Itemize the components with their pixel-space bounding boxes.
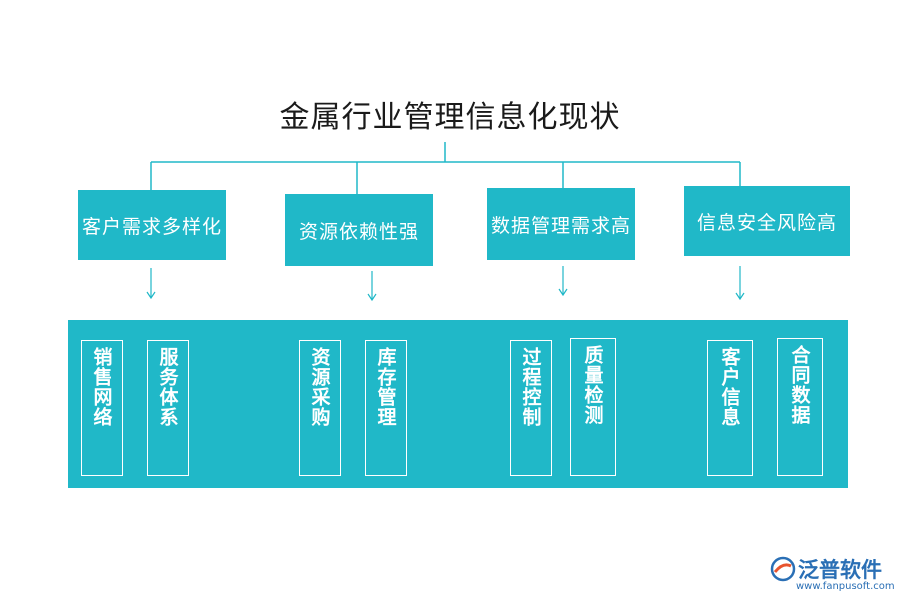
subitem-sales-network: 销售网络 [81,340,123,476]
down-arrow-4 [735,266,745,301]
subitem-customer-info: 客户信息 [707,340,753,476]
subitem-resource-procurement: 资源采购 [299,340,341,476]
subitem-process-control: 过程控制 [510,340,552,476]
subitem-contract-data: 合同数据 [777,338,823,476]
category-label: 资源依赖性强 [298,220,419,243]
category-box-information-security: 信息安全风险高 [684,186,850,256]
down-arrow-3 [558,266,568,297]
brand-url: www.fanpusoft.com [796,581,895,592]
subitem-quality-inspection: 质量检测 [570,338,616,476]
down-arrow-1 [146,268,156,300]
brand-name: 泛普软件 [798,558,882,582]
brand-mark-icon [770,556,796,582]
category-box-resource-dependency: 资源依赖性强 [285,194,433,266]
category-box-data-management: 数据管理需求高 [487,188,635,260]
category-label: 数据管理需求高 [490,214,631,237]
diagram-title: 金属行业管理信息化现状 [279,100,621,135]
subitems-band: 销售网络 服务体系 资源采购 库存管理 过程控制 质量检测 客户信息 合同数据 [68,320,848,488]
brand-logo: 泛普软件 www.fanpusoft.com [770,554,895,594]
subitem-service-system: 服务体系 [147,340,189,476]
category-label: 信息安全风险高 [696,211,837,234]
down-arrow-2 [367,271,377,302]
category-box-customer-demand: 客户需求多样化 [78,190,226,260]
category-label: 客户需求多样化 [81,215,222,238]
subitem-inventory-management: 库存管理 [365,340,407,476]
